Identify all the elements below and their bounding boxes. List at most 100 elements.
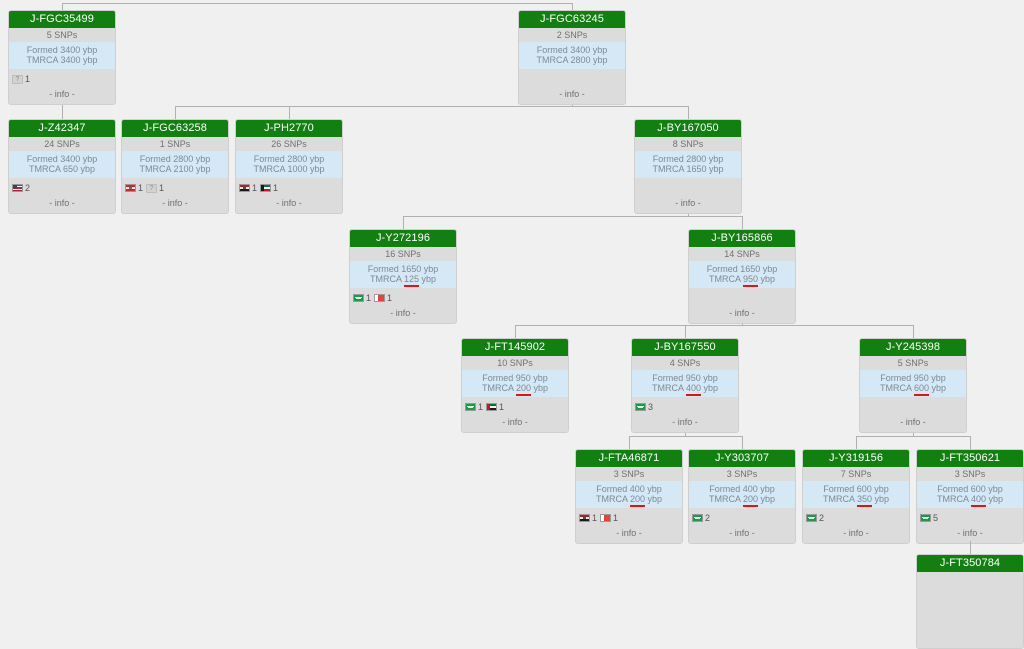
country-flag-row bbox=[860, 397, 966, 415]
tmrca-date: TMRCA 650 ybp bbox=[28, 164, 96, 174]
tmrca-highlight: 200 bbox=[515, 383, 532, 393]
tmrca-highlight: 200 bbox=[629, 494, 646, 504]
formed-date: Formed 950 ybp bbox=[880, 373, 946, 383]
flag-count: 1 bbox=[478, 401, 484, 412]
flag-sa-icon bbox=[920, 514, 931, 522]
connector-line bbox=[62, 3, 572, 4]
connector-line bbox=[742, 436, 743, 449]
info-link[interactable]: - info - bbox=[576, 526, 682, 540]
tmrca-highlight: 600 bbox=[913, 383, 930, 393]
haplogroup-name[interactable]: J-FT350784 bbox=[917, 555, 1023, 572]
haplogroup-name[interactable]: J-Z42347 bbox=[9, 120, 115, 137]
tmrca-highlight: 400 bbox=[970, 494, 987, 504]
info-link[interactable]: - info - bbox=[689, 306, 795, 320]
haplogroup-name[interactable]: J-FGC63245 bbox=[519, 11, 625, 28]
haplogroup-name[interactable]: J-FT350621 bbox=[917, 450, 1023, 467]
haplogroup-name[interactable]: J-Y303707 bbox=[689, 450, 795, 467]
flag-iq-icon bbox=[239, 184, 250, 192]
snp-count: 24 SNPs bbox=[44, 139, 80, 149]
connector-line bbox=[685, 433, 686, 436]
formed-date: Formed 3400 ybp bbox=[26, 45, 98, 55]
flag-count: 1 bbox=[25, 73, 31, 84]
haplogroup-name[interactable]: J-FGC35499 bbox=[9, 11, 115, 28]
flag-sa-icon bbox=[635, 403, 646, 411]
flag-sa-icon bbox=[465, 403, 476, 411]
tmrca-date: TMRCA 400 ybp bbox=[936, 494, 1004, 504]
country-flag-row: 2 bbox=[9, 178, 115, 196]
snp-count: 3 SNPs bbox=[726, 469, 758, 479]
info-link[interactable]: - info - bbox=[462, 415, 568, 429]
question-flag-icon: ? bbox=[12, 74, 23, 84]
snp-count: 7 SNPs bbox=[840, 469, 872, 479]
haplogroup-name[interactable]: J-Y272196 bbox=[350, 230, 456, 247]
tmrca-date: TMRCA 200 ybp bbox=[481, 383, 549, 393]
haplogroup-name[interactable]: J-BY167050 bbox=[635, 120, 741, 137]
country-flag-row bbox=[519, 69, 625, 87]
connector-line bbox=[175, 106, 176, 119]
info-link[interactable]: - info - bbox=[9, 87, 115, 101]
haplogroup-name[interactable]: J-Y245398 bbox=[860, 339, 966, 356]
haplogroup-name[interactable]: J-FTA46871 bbox=[576, 450, 682, 467]
info-link[interactable]: - info - bbox=[860, 415, 966, 429]
tmrca-highlight: 350 bbox=[856, 494, 873, 504]
info-link[interactable]: - info - bbox=[917, 526, 1023, 540]
flag-count: 1 bbox=[366, 292, 372, 303]
info-link[interactable]: - info - bbox=[9, 196, 115, 210]
flag-sa-icon bbox=[692, 514, 703, 522]
connector-line bbox=[742, 324, 743, 325]
haplogroup-node[interactable]: J-FT350784 bbox=[916, 554, 1024, 649]
flag-us-icon bbox=[12, 184, 23, 192]
connector-line bbox=[62, 3, 63, 10]
connector-line bbox=[688, 106, 689, 119]
haplogroup-name[interactable]: J-BY165866 bbox=[689, 230, 795, 247]
connector-line bbox=[175, 106, 688, 107]
connector-line bbox=[572, 3, 573, 10]
connector-line bbox=[629, 436, 630, 449]
snp-count: 3 SNPs bbox=[613, 469, 645, 479]
flag-ae-icon bbox=[486, 403, 498, 411]
haplogroup-name[interactable]: J-Y319156 bbox=[803, 450, 909, 467]
flag-iq-icon bbox=[579, 514, 590, 522]
snp-count: 1 SNPs bbox=[159, 139, 191, 149]
info-link[interactable]: - info - bbox=[350, 306, 456, 320]
country-flag-row bbox=[635, 178, 741, 196]
formed-date: Formed 2800 ybp bbox=[139, 154, 211, 164]
tmrca-date: TMRCA 400 ybp bbox=[651, 383, 719, 393]
info-link[interactable]: - info - bbox=[122, 196, 228, 210]
info-link[interactable]: - info - bbox=[632, 415, 738, 429]
info-link[interactable]: - info - bbox=[803, 526, 909, 540]
info-link[interactable]: - info - bbox=[689, 526, 795, 540]
haplogroup-name[interactable]: J-FGC63258 bbox=[122, 120, 228, 137]
haplogroup-name[interactable]: J-PH2770 bbox=[236, 120, 342, 137]
flag-entry: 1 bbox=[374, 293, 392, 304]
haplogroup-name[interactable]: J-BY167550 bbox=[632, 339, 738, 356]
connector-line bbox=[289, 106, 290, 119]
haplogroup-name[interactable]: J-FT145902 bbox=[462, 339, 568, 356]
country-flag-row: 2 bbox=[689, 508, 795, 526]
info-link[interactable]: - info - bbox=[519, 87, 625, 101]
tmrca-date: TMRCA 350 ybp bbox=[822, 494, 890, 504]
connector-line bbox=[403, 216, 742, 217]
info-link[interactable]: - info - bbox=[236, 196, 342, 210]
info-link[interactable]: - info - bbox=[635, 196, 741, 210]
